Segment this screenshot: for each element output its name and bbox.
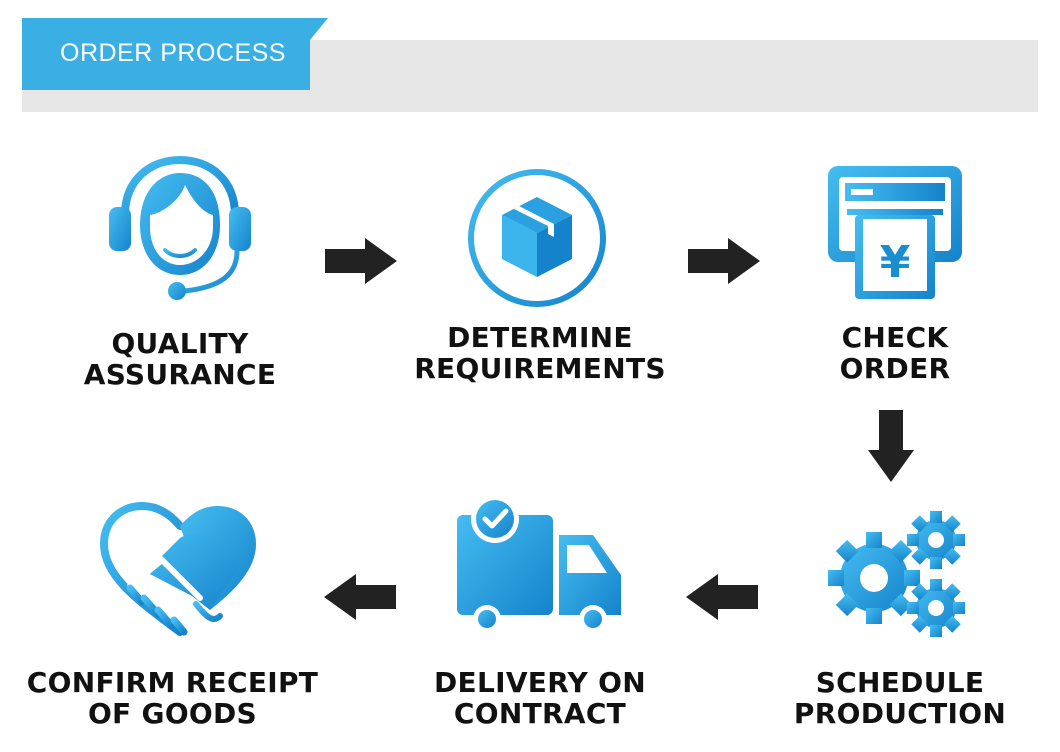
header-tab-fold <box>310 18 328 40</box>
arrow-left-icon <box>686 574 758 620</box>
step-label-line2: OF GOODS <box>87 697 258 730</box>
step-label-line1: SCHEDULE <box>815 666 985 699</box>
step-label-line2: PRODUCTION <box>793 697 1007 730</box>
step-label-quality-assurance: QUALITY ASSURANCE <box>60 328 300 390</box>
headset-agent-icon <box>109 155 251 300</box>
step-label-line2: REQUIREMENTS <box>414 352 666 385</box>
step-label-determine-requirements: DETERMINE REQUIREMENTS <box>410 322 670 384</box>
arrow-right-icon <box>325 238 397 284</box>
box-icon <box>468 169 606 307</box>
step-label-line1: QUALITY <box>111 327 249 360</box>
handshake-heart-icon <box>100 502 256 636</box>
gears-icon <box>828 511 965 637</box>
delivery-truck-icon <box>457 495 621 633</box>
step-label-check-order: CHECK ORDER <box>790 322 1000 384</box>
step-label-confirm-receipt-of-goods: CONFIRM RECEIPT OF GOODS <box>20 667 325 729</box>
step-label-line1: DELIVERY ON <box>433 666 646 699</box>
yen-receipt-printer-icon: ¥ <box>828 166 962 299</box>
arrow-left-icon <box>324 574 396 620</box>
arrow-right-icon <box>688 238 760 284</box>
page-title: ORDER PROCESS <box>60 39 286 67</box>
step-label-line2: ASSURANCE <box>83 358 277 391</box>
arrow-down-icon <box>868 410 914 482</box>
step-label-line1: CHECK <box>841 321 949 354</box>
step-label-line2: CONTRACT <box>453 697 627 730</box>
step-label-line2: ORDER <box>839 352 951 385</box>
svg-text:¥: ¥ <box>880 237 911 288</box>
header-tab <box>22 18 310 90</box>
step-label-schedule-production: SCHEDULE PRODUCTION <box>780 667 1020 729</box>
step-label-delivery-on-contract: DELIVERY ON CONTRACT <box>420 667 660 729</box>
step-label-line1: DETERMINE <box>447 321 633 354</box>
step-label-line1: CONFIRM RECEIPT <box>26 666 319 699</box>
